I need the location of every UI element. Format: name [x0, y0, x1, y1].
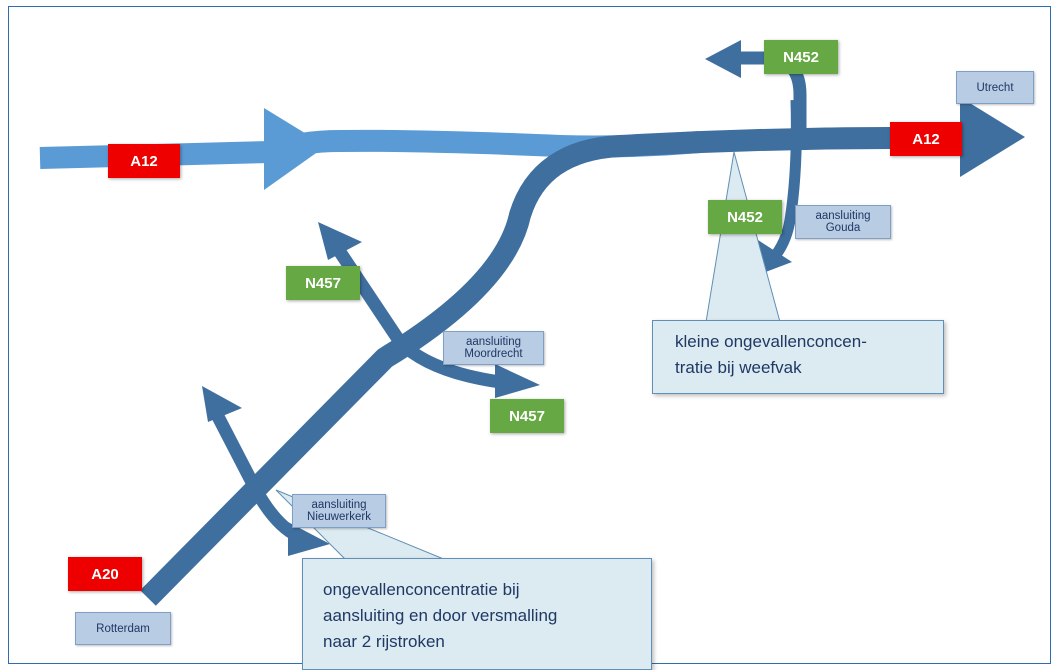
nieuwerkerk-junction-line2: Nieuwerkerk: [307, 511, 371, 523]
n457-upper-label: N457: [286, 266, 360, 300]
weefvak-callout-pointer: [705, 151, 781, 323]
n457-lower-label: N457: [490, 399, 564, 433]
a20-a12-main-flow: [140, 125, 991, 606]
n457-south-arrowhead: [495, 364, 540, 398]
nieuwerkerk-north-arrowhead: [202, 386, 242, 422]
n452-top-label: N452: [764, 40, 838, 74]
versmalling-callout-line3: naar 2 rijstroken: [323, 632, 445, 651]
weefvak-callout-line1: kleine ongevallenconcen-: [675, 332, 867, 351]
a12-west-label: A12: [108, 144, 180, 178]
gouda-junction-line2: Gouda: [825, 222, 861, 234]
nieuwerkerk-junction-line1: aansluiting: [311, 499, 367, 511]
n452-mid-label: N452: [708, 200, 782, 234]
gouda-junction-line1: aansluiting: [815, 210, 871, 222]
a12-light-arrowhead: [264, 108, 326, 190]
a12-east-label: A12: [890, 122, 962, 156]
gouda-junction-label: aansluiting Gouda: [795, 205, 891, 239]
versmalling-callout-line1: ongevallenconcentratie bij: [323, 580, 520, 599]
nieuwerkerk-south-arrowhead: [288, 522, 330, 556]
moordrecht-junction-label: aansluiting Moordrecht: [443, 331, 544, 365]
n452-west-arrowhead: [705, 40, 741, 78]
moordrecht-junction-line1: aansluiting: [466, 336, 521, 348]
utrecht-label: Utrecht: [956, 71, 1034, 104]
gouda-connector: [765, 99, 802, 266]
weefvak-callout-line2: tratie bij weefvak: [675, 358, 802, 377]
moordrecht-junction-line2: Moordrecht: [464, 348, 523, 360]
versmalling-callout-line2: aansluiting en door versmalling: [323, 606, 558, 625]
n457-north-arrowhead: [318, 222, 362, 260]
versmalling-callout: ongevallenconcentratie bij aansluiting e…: [302, 558, 652, 670]
weefvak-callout: kleine ongevallenconcen- tratie bij weef…: [652, 320, 944, 394]
rotterdam-label: Rotterdam: [75, 612, 171, 645]
nieuwerkerk-junction-label: aansluiting Nieuwerkerk: [292, 494, 386, 528]
a12-east-arrowhead: [960, 97, 1025, 177]
a20-label: A20: [68, 557, 142, 591]
n457-crossing: [326, 236, 501, 389]
